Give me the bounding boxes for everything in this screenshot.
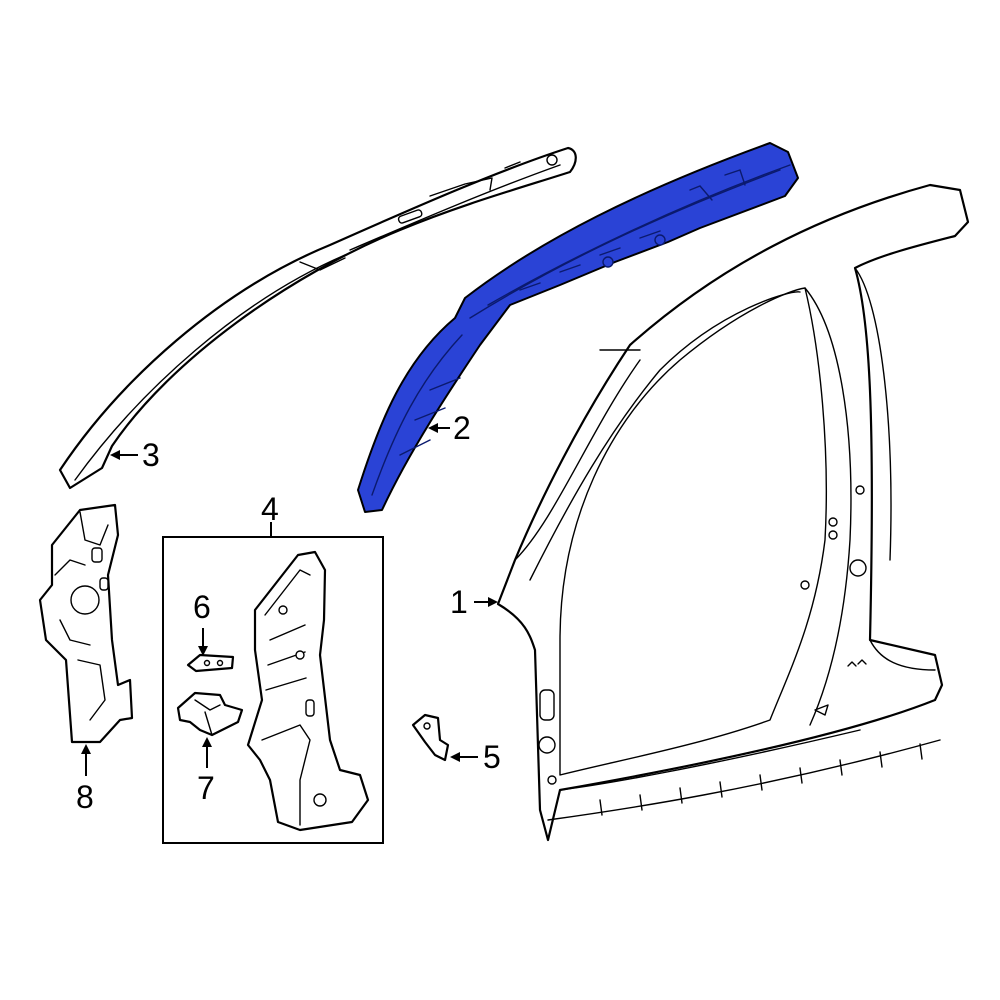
callout-6: 6 — [193, 589, 211, 625]
part-7-bracket — [176, 691, 244, 737]
callout-2: 2 — [453, 410, 471, 446]
part-6-bracket — [186, 653, 235, 673]
callout-3: 3 — [142, 437, 160, 473]
part-8-hinge-pillar-inner — [38, 503, 134, 744]
part-3-roof-rail — [58, 146, 577, 490]
leader-lines — [81, 423, 498, 776]
part-5-bracket — [411, 713, 450, 762]
part-1-body-side-panel — [496, 183, 970, 842]
callout-5: 5 — [483, 739, 501, 775]
callout-8: 8 — [76, 779, 94, 815]
part-4-pillar-assembly — [246, 550, 370, 832]
part-2-a-pillar-reinforcement — [357, 142, 799, 513]
callout-4: 4 — [261, 491, 279, 527]
group-box-part-4 — [162, 536, 384, 844]
callout-1: 1 — [450, 584, 468, 620]
callout-7: 7 — [197, 770, 215, 806]
